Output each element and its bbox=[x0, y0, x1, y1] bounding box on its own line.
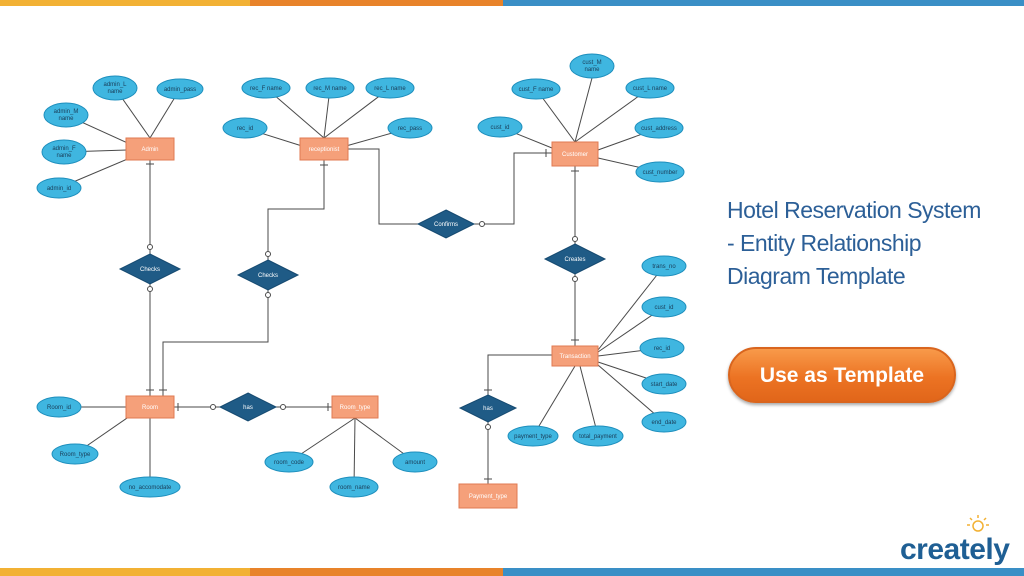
diagram-title: Hotel Reservation System - Entity Relati… bbox=[727, 194, 1022, 293]
attribute-end-date[interactable]: end_date bbox=[641, 411, 687, 433]
attribute-admin-id[interactable]: admin_id bbox=[36, 177, 82, 199]
entity-label: receptionist bbox=[309, 147, 340, 153]
attribute-room-name[interactable]: room_name bbox=[329, 476, 379, 498]
relationship-confirms[interactable]: Confirms bbox=[416, 209, 476, 239]
use-as-template-button[interactable]: Use as Template bbox=[728, 347, 956, 403]
attribute-label: trans_no bbox=[652, 264, 676, 270]
attribute-label: total_payment bbox=[579, 434, 617, 440]
relationship-creates[interactable]: Creates bbox=[543, 243, 607, 275]
attribute-rec-l-name[interactable]: rec_L name bbox=[365, 77, 415, 99]
entity-label: Customer bbox=[562, 152, 588, 158]
attribute-admin-pass[interactable]: admin_pass bbox=[156, 78, 204, 100]
attribute-label: rec_F name bbox=[250, 86, 283, 92]
attribute-label: Room_id bbox=[47, 405, 71, 411]
attribute-label: rec_id bbox=[237, 126, 253, 132]
top-color-stripe bbox=[0, 0, 1024, 6]
attribute-label: cust_number bbox=[643, 170, 678, 176]
relationship-label: has bbox=[483, 406, 493, 412]
attribute-label: cust_id bbox=[490, 125, 509, 131]
attribute-total-payment[interactable]: total_payment bbox=[572, 425, 624, 447]
entity-label: Transaction bbox=[559, 354, 590, 360]
attribute-rec-id[interactable]: rec_id bbox=[222, 117, 268, 139]
attribute-amount[interactable]: amount bbox=[392, 451, 438, 473]
attribute-label: start_date bbox=[651, 382, 678, 388]
attribute-label: admin_pass bbox=[164, 87, 196, 93]
attribute-label: room_code bbox=[274, 460, 305, 466]
title-line: - Entity Relationship bbox=[727, 230, 922, 256]
attribute-rec-f-name[interactable]: rec_F name bbox=[241, 77, 291, 99]
entity-transaction[interactable]: Transaction bbox=[551, 345, 599, 367]
creately-logo[interactable]: creately bbox=[900, 513, 1020, 566]
logo-wordmark: creately bbox=[900, 533, 1010, 566]
attribute-cust-l-name[interactable]: cust_L name bbox=[625, 77, 675, 99]
entity-label: Payment_type bbox=[469, 494, 508, 500]
entity-payment-type[interactable]: Payment_type bbox=[458, 483, 518, 509]
attribute-label: room_name bbox=[338, 485, 371, 491]
attribute-label: cust_L name bbox=[633, 86, 668, 92]
entity-room-type[interactable]: Room_type bbox=[331, 395, 379, 419]
entity-label: Room_type bbox=[340, 405, 371, 411]
relationship-label: Creates bbox=[564, 257, 585, 263]
bottom-color-stripe bbox=[0, 568, 1024, 576]
attribute-label: rec_M name bbox=[313, 86, 347, 92]
attribute-no-accomodate[interactable]: no_accomodate bbox=[119, 476, 181, 498]
entity-receptionist[interactable]: receptionist bbox=[299, 137, 349, 161]
entity-label: Admin bbox=[141, 147, 158, 153]
attribute-label: payment_type bbox=[514, 434, 552, 440]
entity-admin[interactable]: Admin bbox=[125, 137, 175, 161]
attribute-cust-address[interactable]: cust_address bbox=[634, 117, 684, 139]
attribute-room-id[interactable]: Room_id bbox=[36, 396, 82, 418]
attribute-room-type[interactable]: Room_type bbox=[51, 443, 99, 465]
entity-label: Room bbox=[142, 405, 158, 411]
attribute-trans-no[interactable]: trans_no bbox=[641, 255, 687, 277]
attribute-payment-type[interactable]: payment_type bbox=[507, 425, 559, 447]
attribute-rec-m-name[interactable]: rec_M name bbox=[305, 77, 355, 99]
attribute-label: end_date bbox=[651, 420, 677, 426]
attribute-cust-id[interactable]: cust_id bbox=[477, 116, 523, 138]
attribute-label: rec_L name bbox=[374, 86, 406, 92]
attribute-label: rec_pass bbox=[398, 126, 422, 132]
attribute-rec-pass[interactable]: rec_pass bbox=[387, 117, 433, 139]
attribute-label: amount bbox=[405, 460, 425, 466]
entity-customer[interactable]: Customer bbox=[551, 141, 599, 167]
relationship-label: Confirms bbox=[434, 222, 458, 228]
relationship-admin-checks[interactable]: Checks bbox=[118, 253, 182, 285]
relationship-label: Checks bbox=[140, 267, 160, 273]
attribute-label: rec_id bbox=[654, 346, 670, 352]
entity-room[interactable]: Room bbox=[125, 395, 175, 419]
attribute-label: cust_address bbox=[641, 126, 677, 132]
er-diagram: Admin receptionist Customer Room Room_ty… bbox=[36, 53, 687, 509]
attribute-label: cust_F name bbox=[519, 87, 554, 93]
relationship-room-has[interactable]: has bbox=[218, 392, 278, 422]
attribute-cust-f-name[interactable]: cust_F name bbox=[511, 78, 561, 100]
relationship-rec-checks[interactable]: Checks bbox=[236, 259, 300, 291]
attribute-label: cust_id bbox=[654, 305, 673, 311]
attribute-cust-number[interactable]: cust_number bbox=[635, 161, 685, 183]
cardinality-markers bbox=[146, 149, 579, 480]
title-line: Diagram Template bbox=[727, 263, 906, 289]
attribute-room-code[interactable]: room_code bbox=[264, 451, 314, 473]
relationship-transaction-has[interactable]: has bbox=[458, 394, 518, 423]
title-line: Hotel Reservation System bbox=[727, 197, 981, 223]
attribute-label: no_accomodate bbox=[129, 485, 172, 491]
lightbulb-icon bbox=[967, 515, 989, 532]
attribute-label: admin_id bbox=[47, 186, 71, 192]
attribute-transaction-cust-id[interactable]: cust_id bbox=[641, 296, 687, 318]
relationship-label: has bbox=[243, 405, 253, 411]
attribute-transaction-rec-id[interactable]: rec_id bbox=[639, 337, 685, 359]
attribute-label: Room_type bbox=[60, 452, 91, 458]
attribute-start-date[interactable]: start_date bbox=[641, 373, 687, 395]
relationship-label: Checks bbox=[258, 273, 278, 279]
